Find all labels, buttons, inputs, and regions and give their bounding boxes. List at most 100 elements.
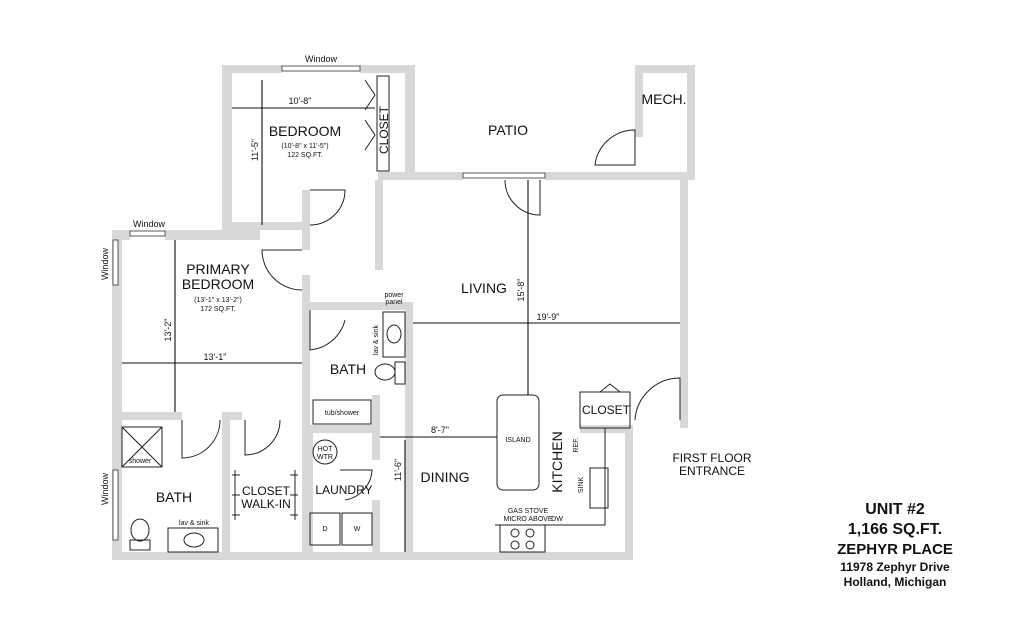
primary-dims: (13'-1" x 13'-2") bbox=[194, 297, 242, 304]
wall bbox=[405, 65, 415, 180]
dryer-label: D bbox=[322, 526, 327, 533]
fixtures bbox=[121, 311, 609, 553]
door-swing bbox=[340, 469, 373, 501]
wall bbox=[122, 412, 182, 420]
tub-shower-label: tub/shower bbox=[325, 410, 360, 417]
property-name: ZEPHYR PLACE bbox=[837, 541, 953, 558]
wall bbox=[405, 302, 413, 552]
property-city: Holland, Michigan bbox=[843, 575, 947, 589]
doors bbox=[181, 75, 681, 501]
dim-bedroom-width: 10'-8" bbox=[289, 96, 312, 106]
window-label: Window bbox=[100, 247, 110, 280]
door-swing bbox=[181, 419, 221, 459]
bedroom-dims: (10'-8" x 11'-5") bbox=[281, 143, 328, 150]
sink-bowl-lower bbox=[183, 532, 205, 548]
wall bbox=[372, 395, 380, 460]
room-bath-upper: BATH bbox=[330, 361, 366, 377]
lav-sink-lower bbox=[167, 527, 219, 553]
burner bbox=[510, 540, 520, 550]
entrance-line1: FIRST FLOOR bbox=[672, 451, 751, 465]
wall bbox=[222, 65, 282, 73]
dim-living-width: 19'-9" bbox=[537, 312, 560, 322]
toilet-bowl bbox=[374, 363, 396, 381]
dryer bbox=[309, 512, 341, 546]
closet-bifold bbox=[599, 383, 621, 393]
toilet-bowl-lower bbox=[130, 518, 150, 542]
room-kitchen: KITCHEN bbox=[549, 431, 565, 492]
property-address: 11978 Zephyr Drive bbox=[840, 560, 950, 574]
kitchen-sink bbox=[589, 467, 609, 509]
dim-primary-width: 13'-1" bbox=[204, 352, 227, 362]
shower-label: shower bbox=[129, 458, 152, 465]
lav-sink-upper-label: lav & sink bbox=[373, 325, 380, 355]
sink-bowl bbox=[386, 324, 402, 344]
wall bbox=[222, 65, 232, 230]
island bbox=[496, 394, 540, 491]
dim-dining-depth: 11'-6" bbox=[393, 459, 403, 481]
window-label: Window bbox=[133, 219, 166, 229]
wall bbox=[378, 172, 463, 180]
wall bbox=[302, 190, 310, 250]
gas-stove-line2: MICRO ABOVE bbox=[503, 516, 552, 523]
wall bbox=[305, 433, 313, 552]
dishwasher-label: DW bbox=[551, 516, 563, 523]
unit-number: UNIT #2 bbox=[865, 501, 925, 518]
wall bbox=[375, 180, 383, 270]
room-closet-walkin-line1: CLOSET bbox=[242, 484, 291, 498]
closet-outline bbox=[376, 75, 390, 172]
closet-bifold bbox=[364, 79, 376, 151]
door-swing bbox=[261, 249, 303, 291]
entrance-line2: ENTRANCE bbox=[679, 464, 745, 478]
gas-stove-line1: GAS STOVE bbox=[508, 508, 549, 515]
lav-sink-upper bbox=[382, 311, 406, 358]
burner bbox=[525, 540, 535, 550]
window-primary-left bbox=[112, 239, 119, 286]
room-closet-walkin-line2: WALK-IN bbox=[241, 497, 291, 511]
hot-water-line1: HOT bbox=[318, 446, 334, 453]
dim-primary-depth: 13'-2" bbox=[163, 319, 173, 342]
wall bbox=[372, 500, 380, 552]
room-closet-bedroom: CLOSET bbox=[377, 105, 391, 154]
room-mech: MECH. bbox=[641, 91, 686, 107]
wall bbox=[545, 172, 595, 180]
windows bbox=[112, 65, 546, 541]
hot-water-line2: WTR bbox=[317, 454, 333, 461]
door-swing bbox=[309, 189, 346, 226]
shower-drain bbox=[121, 426, 163, 468]
unit-sqft: 1,166 SQ.FT. bbox=[847, 521, 943, 538]
hot-water-tank bbox=[312, 439, 338, 465]
island-label: ISLAND bbox=[505, 437, 530, 444]
wall bbox=[687, 65, 695, 180]
room-bath-lower: BATH bbox=[156, 489, 192, 505]
hangers bbox=[232, 474, 298, 516]
wall bbox=[112, 230, 122, 560]
ref-label: REF. bbox=[573, 437, 580, 452]
room-laundry: LAUNDRY bbox=[315, 483, 372, 497]
toilet-tank bbox=[394, 361, 406, 385]
bedroom-area: 122 SQ.FT. bbox=[287, 152, 322, 159]
wall bbox=[635, 65, 695, 73]
room-patio: PATIO bbox=[488, 122, 528, 138]
labels: Window Window Window Window 10'-8" 11'-5… bbox=[100, 54, 752, 533]
window-primary-top bbox=[129, 230, 166, 237]
wall bbox=[310, 302, 410, 310]
wall bbox=[310, 425, 380, 433]
room-primary-line2: BEDROOM bbox=[182, 276, 254, 292]
dim-bedroom-depth: 11'-5" bbox=[250, 139, 260, 161]
wall bbox=[112, 552, 632, 560]
unit-info-block: UNIT #2 1,166 SQ.FT. ZEPHYR PLACE 11978 … bbox=[800, 500, 990, 590]
wall bbox=[635, 65, 643, 137]
wall bbox=[222, 412, 242, 420]
window-bath-left bbox=[112, 469, 119, 541]
toilet-tank-lower bbox=[129, 539, 151, 551]
wall bbox=[580, 425, 632, 433]
gas-stove bbox=[499, 524, 546, 553]
window-label: Window bbox=[305, 54, 338, 64]
sink-label: SINK bbox=[578, 477, 585, 494]
room-primary-line1: PRIMARY bbox=[186, 261, 250, 277]
tub-shower bbox=[312, 399, 372, 425]
wall bbox=[302, 275, 310, 560]
patio-door-glass bbox=[462, 172, 546, 179]
washer bbox=[341, 512, 373, 546]
room-dining: DINING bbox=[421, 469, 470, 485]
